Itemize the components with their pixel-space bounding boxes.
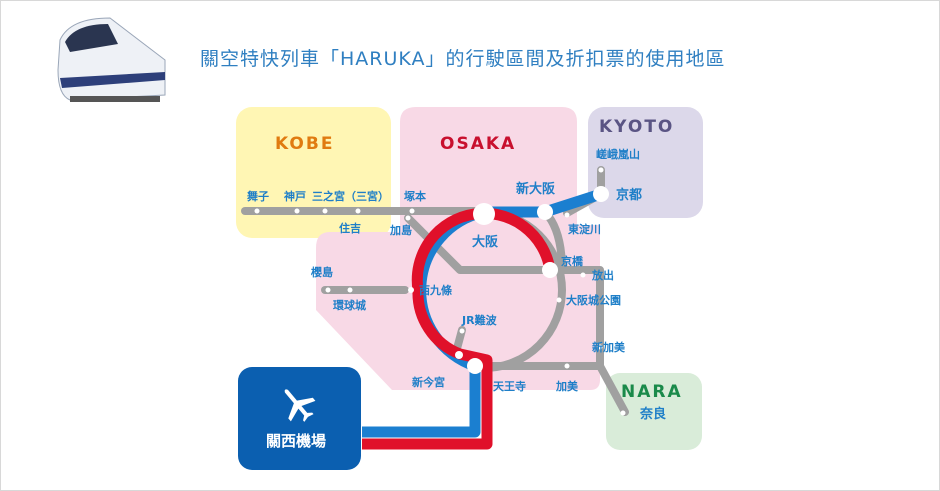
airport-label: 關西機場 (266, 432, 326, 450)
station-hanaten[interactable]: 放出 (591, 268, 614, 282)
station-kashima[interactable]: 加島 (389, 223, 412, 237)
kyoto-region (588, 107, 703, 218)
station-nara[interactable]: 奈良 (639, 406, 666, 422)
station-dots (254, 167, 626, 416)
station-osaka[interactable]: 大阪 (472, 234, 499, 250)
station-kobe[interactable]: 神戸 (284, 189, 306, 203)
station-sannomiya[interactable]: 三之宮（三宮） (312, 189, 389, 203)
station-sumiyoshi[interactable]: 住吉 (339, 221, 361, 235)
station-arashiyama[interactable]: 嵯峨嵐山 (596, 147, 640, 161)
station-osakajokoen[interactable]: 大阪城公園 (566, 293, 621, 307)
airplane-icon (284, 389, 316, 422)
station-sakurajima[interactable]: 櫻島 (310, 265, 333, 279)
station-kami[interactable]: 加美 (555, 379, 579, 393)
kansai-airport-box[interactable]: 關西機場 (238, 367, 361, 470)
haruka-train-image (57, 17, 166, 102)
station-higashiyodogawa[interactable]: 東淀川 (568, 222, 601, 236)
station-tennoji[interactable]: 天王寺 (493, 379, 526, 393)
station-tsukamoto[interactable]: 塚本 (404, 189, 426, 203)
nara-region (606, 373, 702, 450)
kyoto-label: KYOTO (599, 117, 674, 137)
station-universal[interactable]: 環球城 (333, 298, 366, 312)
station-jrnamba[interactable]: JR難波 (461, 313, 498, 327)
red-line (362, 207, 556, 450)
kobe-label: KOBE (275, 134, 334, 154)
station-nishikujo[interactable]: 西九條 (419, 283, 453, 297)
page-title: 關空特快列車「HARUKA」的行駛區間及折扣票的使用地區 (200, 48, 726, 70)
station-shinimamiya[interactable]: 新今宮 (412, 375, 445, 389)
osaka-label: OSAKA (440, 134, 516, 154)
station-kyobashi[interactable]: 京橋 (561, 254, 584, 268)
nara-label: NARA (621, 382, 683, 402)
station-shin-osaka[interactable]: 新大阪 (516, 181, 556, 197)
station-kyoto[interactable]: 京都 (616, 187, 642, 203)
osaka-region (316, 107, 600, 390)
station-shinkami[interactable]: 新加美 (592, 340, 626, 354)
kobe-region (236, 107, 391, 238)
station-maiko[interactable]: 舞子 (247, 189, 269, 203)
